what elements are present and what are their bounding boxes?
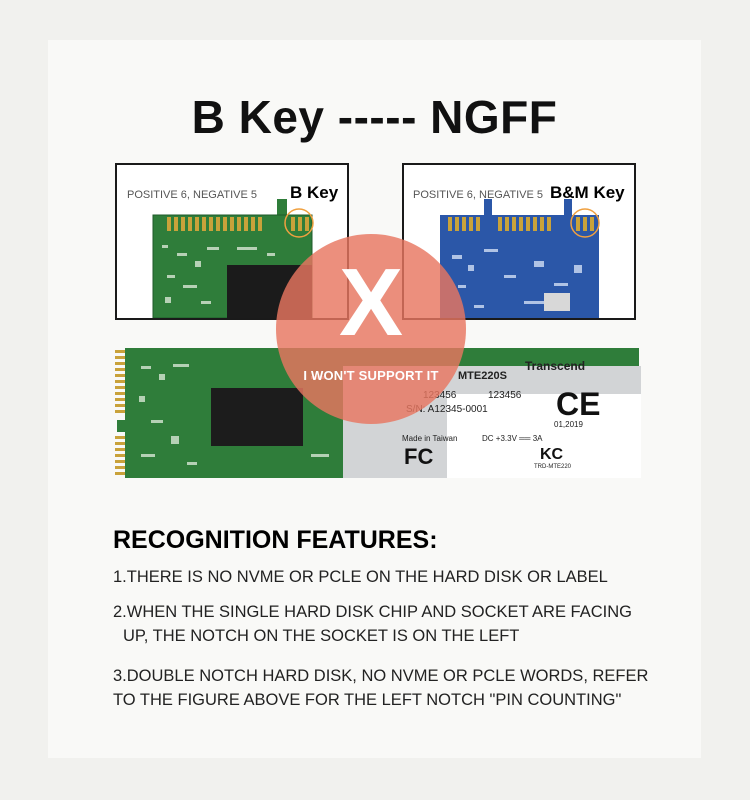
ssd-model: MTE220S: [458, 370, 507, 382]
bm-key-board-image: [440, 199, 600, 318]
x-mark-icon: X: [338, 249, 404, 356]
feature-item-3-line-2: TO THE FIGURE ABOVE FOR THE LEFT NOTCH "…: [113, 691, 622, 709]
kc-mark: KC: [540, 446, 564, 463]
bm-key-caption: POSITIVE 6, NEGATIVE 5: [413, 189, 544, 201]
feature-item-2-line-2: UP, THE NOTCH ON THE SOCKET IS ON THE LE…: [123, 627, 520, 645]
feature-item-2: 2.WHEN THE SINGLE HARD DISK CHIP AND SOC…: [113, 600, 632, 648]
ssd-brand: Transcend: [525, 359, 586, 373]
features-title: RECOGNITION FEATURES:: [113, 526, 438, 554]
feature-item-3-line-1: 3.DOUBLE NOTCH HARD DISK, NO NVME OR PCL…: [113, 667, 649, 685]
not-supported-overlay: X I WON'T SUPPORT IT: [276, 234, 466, 424]
ce-mark: CE: [556, 386, 601, 422]
ssd-origin: Made in Taiwan: [402, 434, 458, 443]
feature-item-1-text: 1.THERE IS NO NVME OR PCLE ON THE HARD D…: [113, 568, 608, 586]
b-key-card: POSITIVE 6, NEGATIVE 5 B Key: [115, 163, 349, 320]
b-key-caption: POSITIVE 6, NEGATIVE 5: [127, 189, 258, 201]
ssd-date: 01,2019: [554, 420, 583, 429]
feature-item-3: 3.DOUBLE NOTCH HARD DISK, NO NVME OR PCL…: [113, 664, 648, 712]
b-key-label: B Key: [290, 183, 339, 202]
feature-item-1: 1.THERE IS NO NVME OR PCLE ON THE HARD D…: [113, 565, 608, 589]
feature-item-2-line-1: 2.WHEN THE SINGLE HARD DISK CHIP AND SOC…: [113, 603, 632, 621]
ssd-serial: S/N: A12345-0001: [406, 404, 488, 415]
page-title: B Key ----- NGFF: [191, 91, 558, 143]
ssd-trd: TRD-MTE220: [534, 464, 572, 470]
product-panel: B Key ----- NGFF: [48, 40, 701, 758]
bm-key-label: B&M Key: [550, 183, 625, 202]
ssd-power: DC +3.3V ══ 3A: [482, 434, 543, 443]
fc-mark: FC: [404, 444, 434, 469]
not-supported-text: I WON'T SUPPORT IT: [303, 368, 439, 383]
ssd-barcode-a: 123456: [423, 390, 457, 401]
ssd-barcode-b: 123456: [488, 390, 522, 401]
